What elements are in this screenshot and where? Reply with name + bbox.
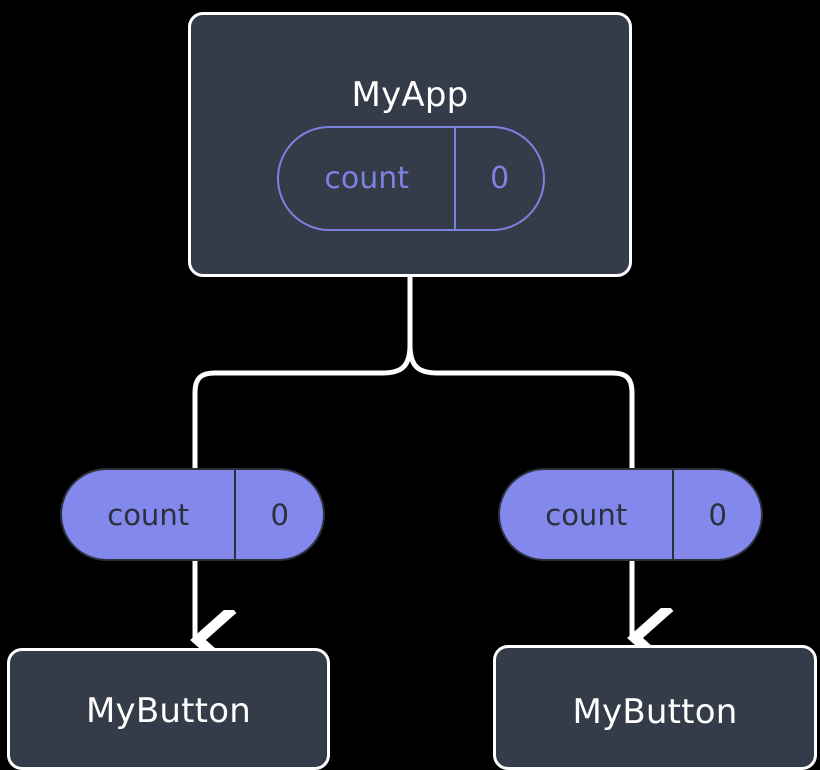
component-node-mybutton-left[interactable]: MyButton — [7, 648, 330, 770]
prop-pill-value: 0 — [672, 470, 761, 559]
prop-pill-key: count — [545, 497, 628, 532]
state-pill-key: count — [324, 161, 409, 196]
state-pill-value: 0 — [454, 128, 543, 229]
prop-pill-value: 0 — [234, 470, 323, 559]
edge-fork-right — [407, 344, 635, 468]
prop-pill-right[interactable]: count 0 — [498, 468, 763, 561]
prop-pill-left[interactable]: count 0 — [60, 468, 325, 561]
edge-fork-left — [192, 344, 413, 468]
component-title: MyButton — [86, 691, 251, 731]
component-title: MyButton — [572, 692, 738, 732]
component-title: MyApp — [351, 75, 469, 115]
state-pill-myapp[interactable]: count 0 — [277, 126, 545, 231]
prop-pill-key: count — [107, 497, 190, 532]
component-node-mybutton-right[interactable]: MyButton — [493, 645, 817, 770]
